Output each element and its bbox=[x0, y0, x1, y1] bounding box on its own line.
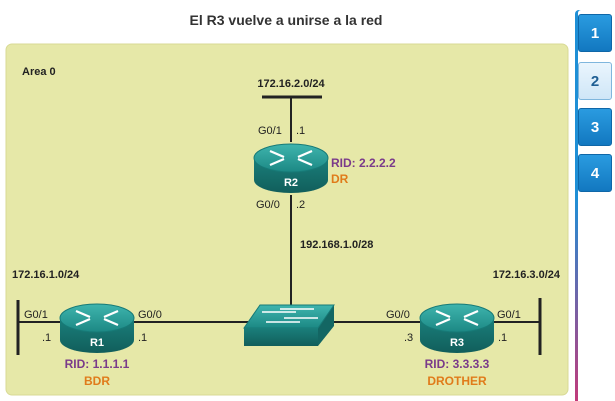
r1-rid: RID: 1.1.1.1 bbox=[65, 357, 130, 371]
tab-step-3[interactable]: 3 bbox=[578, 108, 612, 146]
tab-step-2[interactable]: 2 bbox=[578, 62, 612, 100]
r3-if-left: G0/0 bbox=[386, 309, 410, 321]
network-middle-label: 192.168.1.0/28 bbox=[300, 239, 373, 251]
r2-rid: RID: 2.2.2.2 bbox=[331, 156, 396, 170]
router-r3[interactable]: R3 bbox=[419, 303, 495, 353]
r1-if-left-ip: .1 bbox=[42, 332, 51, 344]
r2-role: DR bbox=[331, 172, 349, 186]
switch-arrows-icon bbox=[262, 308, 318, 323]
area-label: Area 0 bbox=[22, 66, 56, 78]
router-arrows-icon bbox=[75, 309, 119, 327]
r3-rid: RID: 3.3.3.3 bbox=[425, 357, 490, 371]
area-0-region bbox=[5, 43, 569, 396]
router-r2[interactable]: R2 bbox=[253, 143, 329, 193]
tab-step-1[interactable]: 1 bbox=[578, 14, 612, 52]
router-r1[interactable]: R1 bbox=[59, 303, 135, 353]
diagram-title: El R3 vuelve a unirse a la red bbox=[189, 12, 383, 28]
r3-role: DROTHER bbox=[427, 374, 487, 388]
switch[interactable] bbox=[243, 304, 335, 346]
r1-if-left: G0/1 bbox=[24, 309, 48, 321]
network-top-label: 172.16.2.0/24 bbox=[257, 78, 325, 90]
r1-role: BDR bbox=[84, 374, 110, 388]
r3-if-right-ip: .1 bbox=[498, 332, 507, 344]
router-arrows-icon bbox=[269, 149, 313, 167]
r1-if-right-ip: .1 bbox=[138, 332, 147, 344]
network-diagram: Area 0 172.16.2.0/24 172.16.1.0/24 172.1… bbox=[5, 43, 569, 396]
tab-step-4[interactable]: 4 bbox=[578, 154, 612, 192]
step-tabs: 1 2 3 4 bbox=[575, 10, 615, 401]
r2-if-top: G0/1 bbox=[258, 125, 282, 137]
r1-if-right: G0/0 bbox=[138, 309, 162, 321]
network-right-label: 172.16.3.0/24 bbox=[493, 269, 561, 281]
r3-if-left-ip: .3 bbox=[404, 332, 413, 344]
router-r1-name: R1 bbox=[90, 337, 104, 349]
network-left-label: 172.16.1.0/24 bbox=[12, 269, 80, 281]
router-r3-name: R3 bbox=[450, 337, 464, 349]
router-r2-name: R2 bbox=[284, 177, 298, 189]
r3-if-right: G0/1 bbox=[497, 309, 521, 321]
r2-if-top-ip: .1 bbox=[296, 125, 305, 137]
r2-if-bottom-ip: .2 bbox=[296, 199, 305, 211]
r2-if-bottom: G0/0 bbox=[256, 199, 280, 211]
router-arrows-icon bbox=[435, 309, 479, 327]
